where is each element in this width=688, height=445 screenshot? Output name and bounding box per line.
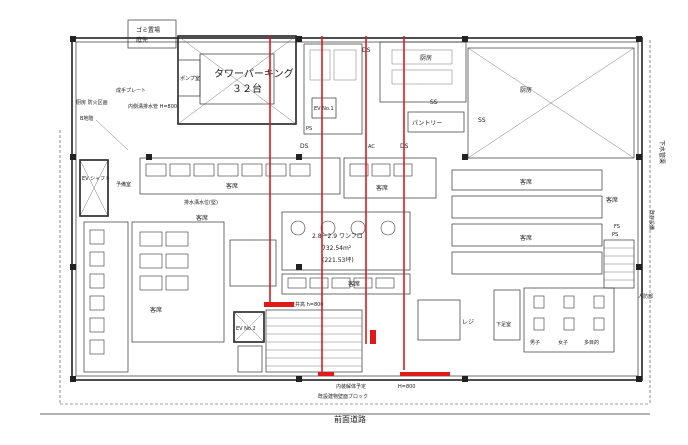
trash-room-label: ゴミ置場 bbox=[136, 26, 160, 34]
note-left-small: 厨房 防火区画 bbox=[76, 99, 108, 106]
central-room: 2.8ー2.9 ワンフロ 732.54m² (221.53坪) bbox=[281, 211, 411, 271]
right-stair: PS 人防部 bbox=[603, 232, 653, 300]
ceiling-note: 天井高 h=800 bbox=[290, 301, 324, 308]
guest-b-label: 客席 bbox=[376, 184, 388, 192]
note-drain: 内側溝排水管 H=800 bbox=[128, 103, 177, 110]
booth-row-top: 客席 bbox=[139, 157, 341, 195]
guest-d-label: 客席 bbox=[520, 234, 532, 242]
kitchen-upper: 厨房 DS SS bbox=[362, 41, 467, 106]
tower-parking: タワーパーキング ３２台 bbox=[177, 35, 297, 125]
tower-parking-label: タワーパーキング bbox=[214, 67, 294, 80]
right-labels: 下水管渠 既存設備 bbox=[648, 140, 666, 230]
pantry-label: パントリー bbox=[412, 120, 442, 127]
pantry: パントリー bbox=[407, 111, 465, 133]
register-label: レジ bbox=[462, 319, 474, 326]
h-note: H=800 bbox=[398, 384, 416, 390]
note-basement: B地階 bbox=[80, 115, 93, 122]
guest-e-label: 客席 bbox=[606, 196, 618, 204]
guest-g-label: 客席 bbox=[150, 306, 162, 314]
guest-c-label: 客席 bbox=[520, 178, 532, 186]
ev-no1-top-label: EV No.1 bbox=[314, 106, 334, 112]
ev-shaft-label: EV シャフト bbox=[82, 176, 110, 182]
booth-rows-right: 客席 客席 客席 FS bbox=[451, 169, 620, 275]
bottom-notes: 内装解体予定 既設建物壁面ブロック H=800 前面道路 bbox=[40, 383, 650, 424]
site-boundary bbox=[59, 40, 651, 405]
trash-room-label-2: 庭先 bbox=[136, 36, 148, 44]
fs-label: FS bbox=[614, 224, 620, 230]
red-annotations bbox=[264, 36, 450, 376]
area-line2: 732.54m² bbox=[322, 245, 352, 252]
columns bbox=[70, 36, 642, 382]
outer-walls bbox=[71, 37, 643, 381]
area-line1: 2.8ー2.9 ワンフロ bbox=[312, 233, 363, 240]
kitchen-right-top-label: 厨房 bbox=[520, 86, 532, 94]
kitchen-right: 厨房 SS bbox=[467, 47, 635, 159]
core-top: EV No.1 PS DS AC DS bbox=[300, 43, 409, 150]
road-label: 前面道路 bbox=[334, 414, 366, 424]
booth-rows-left: 客席 客席 bbox=[83, 214, 225, 373]
right-small1-label: PS bbox=[612, 232, 618, 238]
note-plate: 成手プレート bbox=[116, 87, 146, 94]
cash-note: 内装解体予定 bbox=[336, 383, 366, 390]
ev-no2-label: EV No.2 bbox=[236, 326, 256, 332]
booth-rows-lower: 客席 天井高 h=800 bbox=[229, 239, 411, 308]
ds-left-label: DS bbox=[300, 143, 309, 150]
kitchen-top-label: 厨房 bbox=[420, 54, 432, 62]
right-vertical-label: 既存設備 bbox=[648, 210, 655, 230]
prep-room-label: 予備室 bbox=[116, 181, 131, 188]
booth-block-mid: 客席 bbox=[343, 157, 437, 199]
tower-parking-count: ３２台 bbox=[232, 82, 262, 95]
wc-f-label: 女子 bbox=[558, 339, 568, 346]
pump-room-label: ポンプ室 bbox=[180, 75, 200, 82]
ac-label: AC bbox=[368, 144, 375, 150]
block-note: 既設建物壁面ブロック bbox=[318, 393, 368, 400]
ss-right-label: SS bbox=[478, 117, 486, 124]
trash-room: ゴミ置場 庭先 bbox=[127, 19, 177, 49]
guest-f-label: 客席 bbox=[196, 214, 208, 222]
area-line3: (221.53坪) bbox=[322, 256, 354, 264]
register-area: レジ 下足室 男子 女子 多目的 bbox=[417, 287, 615, 353]
ev-shaft: EV シャフト bbox=[79, 159, 110, 217]
ps-label: PS bbox=[306, 126, 312, 132]
right-small2-label: 人防部 bbox=[638, 293, 653, 300]
ss-mid-label: SS bbox=[430, 99, 438, 106]
guest-a-label: 客席 bbox=[226, 182, 238, 190]
note-water-label: 排水溝水位(堅) bbox=[184, 199, 218, 206]
pump-room: ポンプ室 bbox=[177, 59, 201, 97]
wc-h-label: 多目的 bbox=[584, 339, 599, 346]
sewer-label: 下水管渠 bbox=[658, 140, 666, 164]
wc-m-label: 男子 bbox=[530, 339, 540, 346]
left-notes: 厨房 防火区画 成手プレート 内側溝排水管 H=800 B地階 予備室 倉庫 排… bbox=[76, 87, 218, 206]
lobby-label: 下足室 bbox=[496, 321, 511, 328]
core-bottom: EV No.2 bbox=[233, 309, 363, 373]
guest-h-label: 客席 bbox=[348, 280, 360, 288]
